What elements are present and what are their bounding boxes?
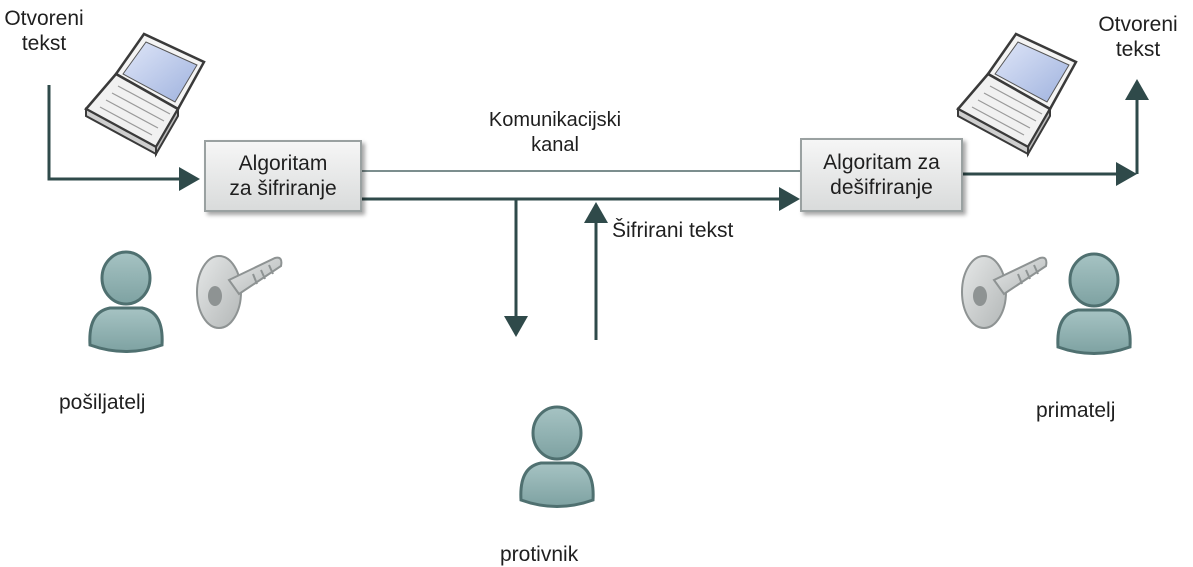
channel-label-line2: kanal [531, 134, 579, 156]
sender-name-label: pošiljatelj [59, 391, 146, 414]
receiver-plaintext-line1: Otvoreni [1098, 13, 1178, 36]
receiver-name-label: primatelj [1036, 399, 1116, 422]
receiver-plaintext-line2: tekst [1115, 38, 1161, 61]
sender-plaintext-line2: tekst [21, 32, 67, 55]
plaintext-input-arrow [47, 85, 200, 191]
ciphertext-label: Šifrirani tekst [612, 219, 734, 242]
sender-plaintext-label: Otvoreni tekst [0, 6, 88, 56]
receiver-laptop-icon [956, 32, 1078, 156]
decryption-algorithm-box: Algoritam za dešifriranje [800, 138, 963, 212]
decryption-box-line1: Algoritam za [823, 151, 940, 174]
decryption-box-line2: dešifriranje [830, 176, 933, 199]
sender-person-icon [88, 250, 164, 353]
encryption-algorithm-box: Algoritam za šifriranje [204, 140, 362, 212]
encryption-box-line2: za šifriranje [229, 177, 337, 200]
receiver-plaintext-label: Otvoreni tekst [1088, 12, 1188, 62]
receiver-key-icon [961, 255, 1048, 329]
channel-label-line1: Komunikacijski [488, 109, 622, 131]
adversary-name-label: protivnik [500, 543, 579, 566]
receiver-person-icon [1056, 252, 1132, 355]
adversary-person-icon [519, 405, 595, 508]
sender-laptop-icon [84, 32, 206, 156]
sender-plaintext-line1: Otvoreni [4, 7, 84, 30]
encryption-box-line1: Algoritam [238, 152, 328, 175]
sender-key-icon [196, 255, 283, 329]
channel-label: Komunikacijski kanal [465, 108, 645, 158]
